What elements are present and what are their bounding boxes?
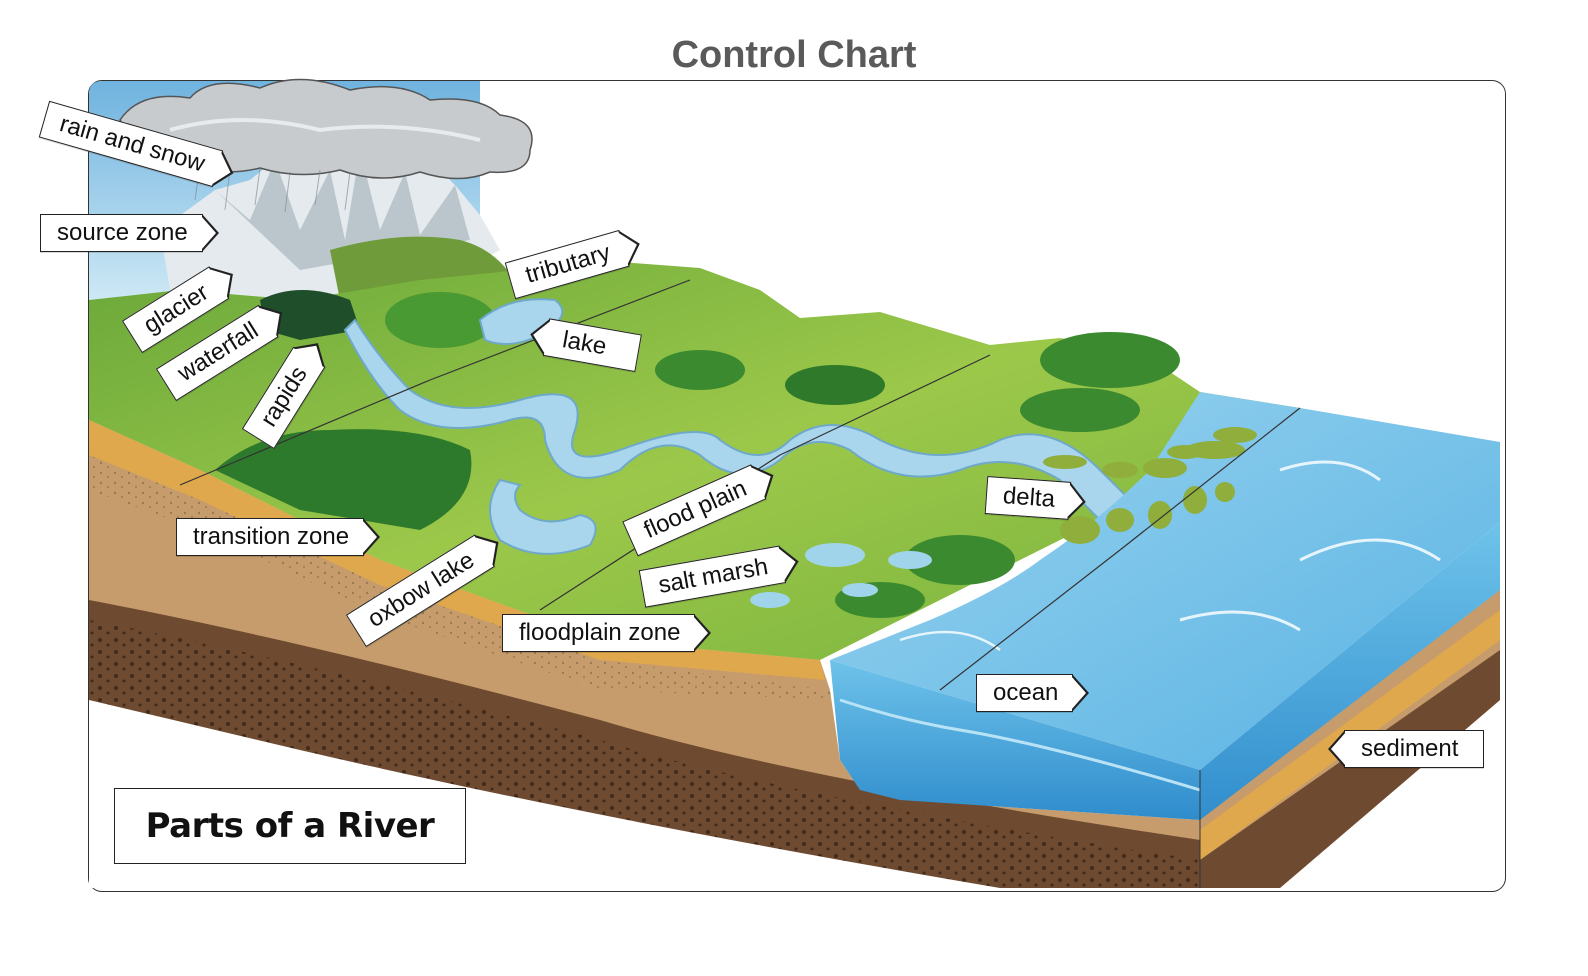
label-ocean: ocean [976, 674, 1090, 712]
diagram-title: Parts of a River [114, 788, 466, 864]
label-delta: delta [984, 476, 1072, 520]
page-title: Control Chart [671, 34, 917, 76]
label-source-zone: source zone [40, 214, 219, 252]
label-transition-zone: transition zone [176, 518, 381, 556]
label-sediment: sediment [1328, 730, 1484, 768]
label-floodplain-zone: floodplain zone [502, 614, 712, 652]
